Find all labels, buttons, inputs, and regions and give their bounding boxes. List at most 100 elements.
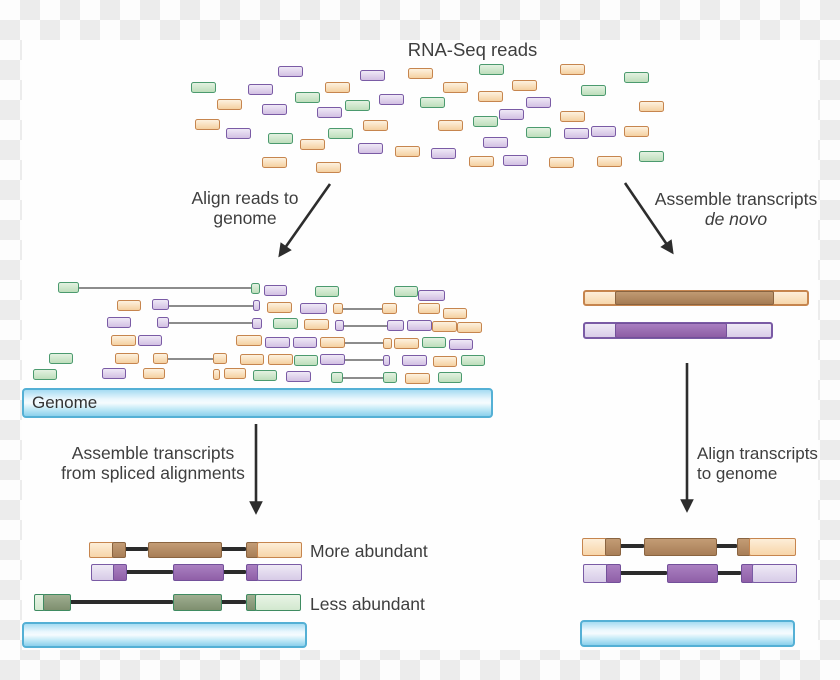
aligned-read xyxy=(387,320,404,331)
rna-seq-read xyxy=(526,97,551,108)
rna-seq-read xyxy=(217,99,242,110)
exon-box xyxy=(605,538,621,556)
rna-seq-read xyxy=(358,143,383,154)
splice-junction-line xyxy=(342,325,387,327)
aligned-read xyxy=(252,318,262,329)
rna-seq-read xyxy=(363,120,388,131)
aligned-read xyxy=(383,372,397,383)
rna-seq-read xyxy=(597,156,622,167)
exon-box xyxy=(43,594,71,611)
rna-seq-read xyxy=(469,156,494,167)
utr-box xyxy=(257,542,302,558)
splice-junction-line xyxy=(343,342,383,344)
aligned-read xyxy=(224,368,246,379)
intron-line xyxy=(716,570,741,575)
rna-seq-read xyxy=(639,151,664,162)
splice-junction-line xyxy=(167,305,253,307)
label-line: Align reads to xyxy=(191,188,299,208)
aligned-read xyxy=(383,355,390,366)
rna-seq-read xyxy=(564,128,589,139)
diagram-title: RNA-Seq reads xyxy=(407,39,538,60)
rna-seq-read xyxy=(262,104,287,115)
intron-line xyxy=(220,547,246,551)
rna-seq-read xyxy=(483,137,508,148)
label-line-de-novo: de novo xyxy=(704,208,768,229)
rna-seq-read xyxy=(360,70,385,81)
aligned-read xyxy=(117,300,141,311)
rna-seq-read xyxy=(316,162,341,173)
aligned-read xyxy=(383,338,392,349)
utr-box xyxy=(91,564,115,581)
rna-seq-read xyxy=(478,91,503,102)
rna-seq-read xyxy=(581,85,606,96)
rna-seq-read xyxy=(560,64,585,75)
aligned-read xyxy=(102,368,126,379)
rna-seq-read xyxy=(262,157,287,168)
aligned-read xyxy=(422,337,446,348)
rna-seq-read xyxy=(512,80,537,91)
intron-line xyxy=(69,599,173,604)
aligned-read xyxy=(304,319,329,330)
aligned-read xyxy=(320,337,345,348)
aligned-read xyxy=(418,303,440,314)
exon-box xyxy=(113,564,127,581)
aligned-read xyxy=(268,354,293,365)
rna-seq-read xyxy=(395,146,420,157)
rna-seq-read xyxy=(503,155,528,166)
rna-seq-read xyxy=(300,139,325,150)
aligned-read xyxy=(273,318,298,329)
transcript-coding-region xyxy=(615,323,727,338)
aligned-read xyxy=(394,338,419,349)
aligned-read xyxy=(449,339,473,350)
aligned-read xyxy=(153,353,168,364)
aligned-read xyxy=(293,337,317,348)
rna-seq-read xyxy=(379,94,404,105)
splice-junction-line xyxy=(167,322,252,324)
rna-seq-read xyxy=(195,119,220,130)
exon-box xyxy=(606,564,621,583)
rna-seq-read xyxy=(526,127,551,138)
utr-box xyxy=(257,564,302,581)
rna-seq-read xyxy=(443,82,468,93)
aligned-read xyxy=(333,303,343,314)
aligned-read xyxy=(213,353,227,364)
aligned-read xyxy=(251,283,260,294)
label-assemble-from-spliced-alignments: Assemble transcripts from spliced alignm… xyxy=(52,443,254,483)
exon-box xyxy=(644,538,717,556)
aligned-read xyxy=(49,353,73,364)
rna-seq-read xyxy=(325,82,350,93)
rna-seq-read xyxy=(408,68,433,79)
rna-seq-read xyxy=(560,111,585,122)
rna-seq-read xyxy=(479,64,504,75)
aligned-read xyxy=(157,317,169,328)
denovo-transcript xyxy=(583,290,809,306)
splice-junction-line xyxy=(341,308,382,310)
intron-line xyxy=(619,570,667,575)
rna-seq-read xyxy=(473,116,498,127)
aligned-read xyxy=(461,355,485,366)
label-more-abundant: More abundant xyxy=(310,541,428,561)
intron-line xyxy=(222,569,246,574)
exon-box xyxy=(173,564,224,581)
aligned-read xyxy=(294,355,318,366)
aligned-read xyxy=(315,286,339,297)
label-assemble-transcripts-de-novo: Assemble transcripts de novo xyxy=(648,189,824,229)
aligned-read xyxy=(253,300,260,311)
rna-seq-read xyxy=(295,92,320,103)
splice-junction-line xyxy=(166,358,213,360)
utr-box xyxy=(255,594,301,611)
intron-line xyxy=(124,547,148,551)
aligned-read xyxy=(320,354,345,365)
aligned-read xyxy=(407,320,432,331)
aligned-read xyxy=(236,335,262,346)
genome-bar: Genome xyxy=(22,388,493,418)
genome-bar xyxy=(580,620,795,647)
label-align-reads-to-genome: Align reads to genome xyxy=(160,188,330,228)
aligned-read xyxy=(438,372,462,383)
intron-line xyxy=(220,599,246,604)
aligned-read xyxy=(432,321,457,332)
aligned-read xyxy=(382,303,397,314)
rna-seq-read xyxy=(191,82,216,93)
rna-seq-read xyxy=(624,72,649,83)
